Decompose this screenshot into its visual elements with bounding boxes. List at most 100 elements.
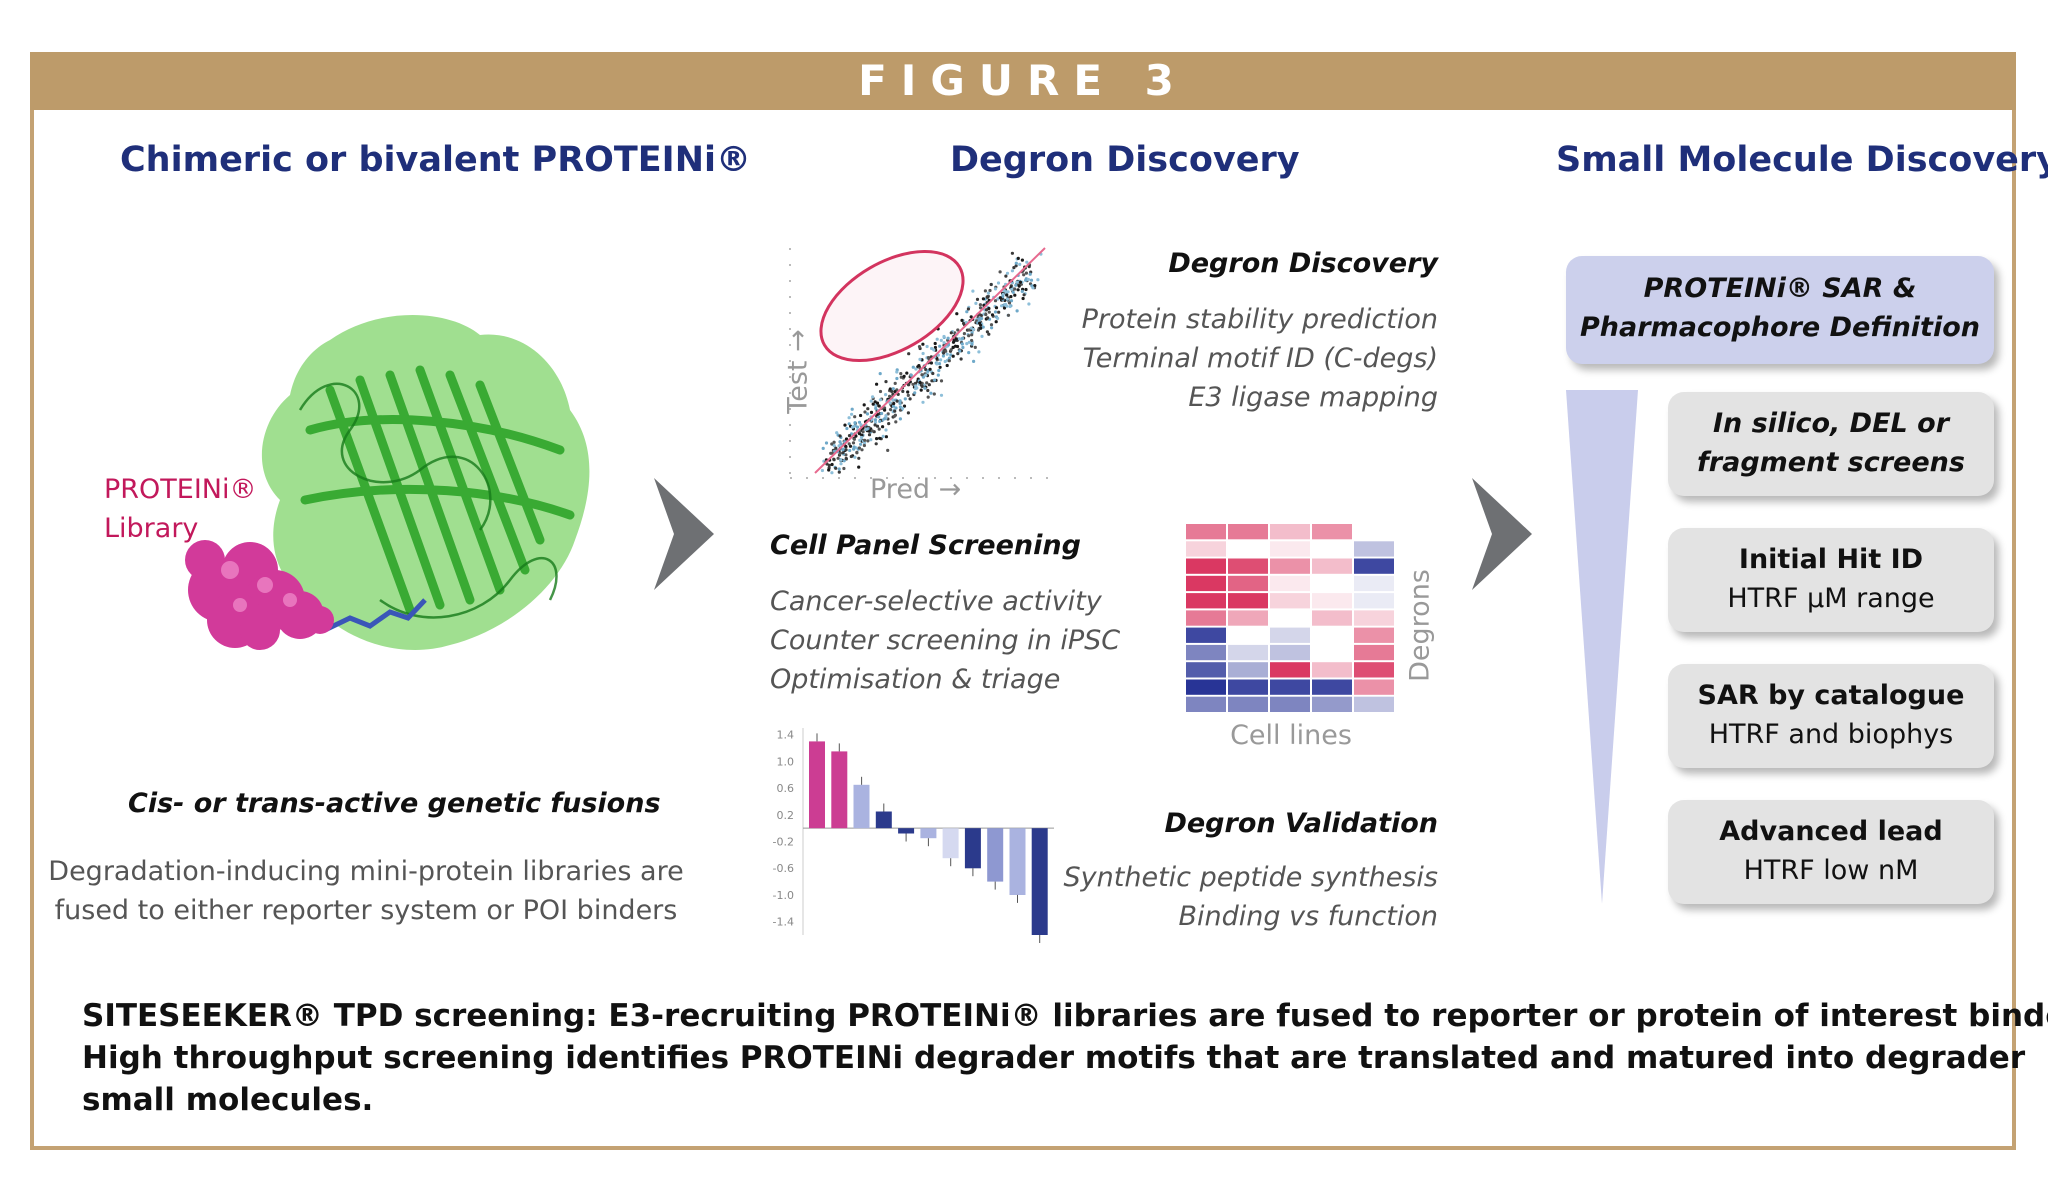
scatter-point	[949, 353, 953, 357]
scatter-point	[967, 328, 971, 332]
scatter-point	[921, 375, 925, 379]
bar	[964, 828, 981, 869]
scatter-point	[1027, 302, 1031, 306]
scatter-point	[1005, 271, 1010, 275]
degron-discovery-item: E3 ligase mapping	[1188, 382, 1438, 413]
scatter-point	[1013, 293, 1017, 297]
scatter-point	[996, 316, 1000, 320]
scatter-point	[1014, 264, 1018, 268]
scatter-point	[937, 368, 941, 373]
step-subtitle: HTRF and biophys	[1708, 719, 1954, 750]
scatter-point	[832, 444, 836, 448]
scatter-point	[901, 406, 905, 410]
scatter-point	[925, 344, 929, 349]
scatter-point	[839, 462, 843, 466]
heatmap-cell	[1228, 627, 1268, 643]
scatter-point	[996, 281, 1001, 285]
scatter-point	[853, 455, 857, 459]
scatter-point	[894, 406, 898, 410]
scatter-point	[1021, 296, 1025, 301]
scatter-point	[884, 380, 888, 384]
bar	[831, 751, 848, 829]
scatter-point	[978, 306, 983, 310]
scatter-point	[884, 435, 888, 439]
scatter-point	[839, 458, 843, 462]
scatter-point	[933, 378, 937, 382]
scatter-point	[903, 397, 907, 401]
scatter-point	[863, 410, 867, 414]
scatter-point	[993, 299, 998, 303]
heatmap-cell	[1270, 558, 1310, 574]
scatter-point	[932, 392, 936, 396]
scatter-point	[906, 390, 910, 394]
scatter-point	[981, 297, 985, 301]
scatter-point	[927, 383, 931, 387]
scatter-point	[1029, 278, 1034, 282]
heatmap-cell	[1312, 558, 1352, 574]
heatmap-cell	[1354, 558, 1394, 574]
scatter-point	[842, 459, 846, 463]
scatter-point	[998, 296, 1002, 300]
scatter-point	[925, 381, 929, 385]
scatter-point	[993, 287, 998, 291]
scatter-point	[1020, 289, 1024, 293]
scatter-point	[832, 458, 836, 462]
bar-y-tick-label: -1.4	[773, 916, 794, 929]
bar-y-tick-label: 1.0	[777, 755, 795, 768]
bar	[942, 828, 959, 859]
scatter-point	[988, 288, 992, 293]
middle-column-title: Degron Discovery	[950, 140, 1300, 180]
scatter-point	[1009, 295, 1013, 299]
scatter-point	[881, 425, 885, 429]
scatter-point	[933, 345, 937, 350]
step-title: In silico, DEL or	[1712, 408, 1950, 439]
scatter-point	[990, 326, 994, 330]
scatter-point	[845, 426, 849, 431]
heatmap-cell	[1312, 524, 1352, 540]
scatter-point	[884, 414, 888, 418]
caption-line-1: SITESEEKER® TPD screening: E3-recruiting…	[82, 998, 2048, 1034]
scatter-point	[1031, 286, 1035, 290]
scatter-point	[873, 420, 878, 424]
scatter-point	[935, 362, 939, 366]
scatter-point	[928, 367, 932, 371]
scatter-point	[855, 450, 859, 454]
scatter-point	[941, 354, 945, 358]
scatter-point	[1013, 287, 1017, 291]
scatter-point	[929, 391, 933, 395]
scatter-point	[939, 379, 944, 383]
scatter-point	[951, 354, 955, 358]
scatter-point	[858, 438, 862, 442]
heatmap-cell	[1354, 627, 1394, 643]
scatter-point	[1001, 294, 1005, 298]
heatmap-cell	[1270, 593, 1310, 609]
heatmap-cell	[1354, 679, 1394, 695]
scatter-point	[1012, 266, 1016, 270]
scatter-point	[898, 399, 902, 403]
sar-box-line-1: PROTEINi® SAR &	[1643, 273, 1917, 304]
scatter-point	[1007, 301, 1012, 305]
scatter-point	[844, 456, 848, 461]
scatter-point	[851, 425, 855, 429]
step-box-initial-hit: Initial Hit ID HTRF µM range	[1668, 528, 1994, 632]
scatter-point	[1014, 261, 1018, 265]
scatter-point	[994, 306, 999, 310]
scatter-point	[830, 471, 834, 475]
scatter-point	[888, 408, 893, 412]
heatmap-cell	[1228, 558, 1268, 574]
scatter-point	[902, 374, 906, 378]
linker-peptide	[323, 598, 427, 633]
scatter-point	[1009, 299, 1014, 303]
scatter-point	[853, 415, 857, 419]
scatter-point	[878, 389, 883, 394]
scatter-point	[888, 387, 892, 391]
scatter-point	[958, 349, 962, 353]
scatter-point	[890, 389, 894, 393]
scatter-point	[835, 431, 839, 435]
scatter-point	[859, 423, 863, 427]
scatter-point	[844, 444, 848, 448]
scatter-point	[877, 404, 881, 408]
scatter-point	[937, 362, 942, 366]
step-title: Initial Hit ID	[1738, 544, 1924, 575]
scatter-point	[1003, 302, 1008, 306]
